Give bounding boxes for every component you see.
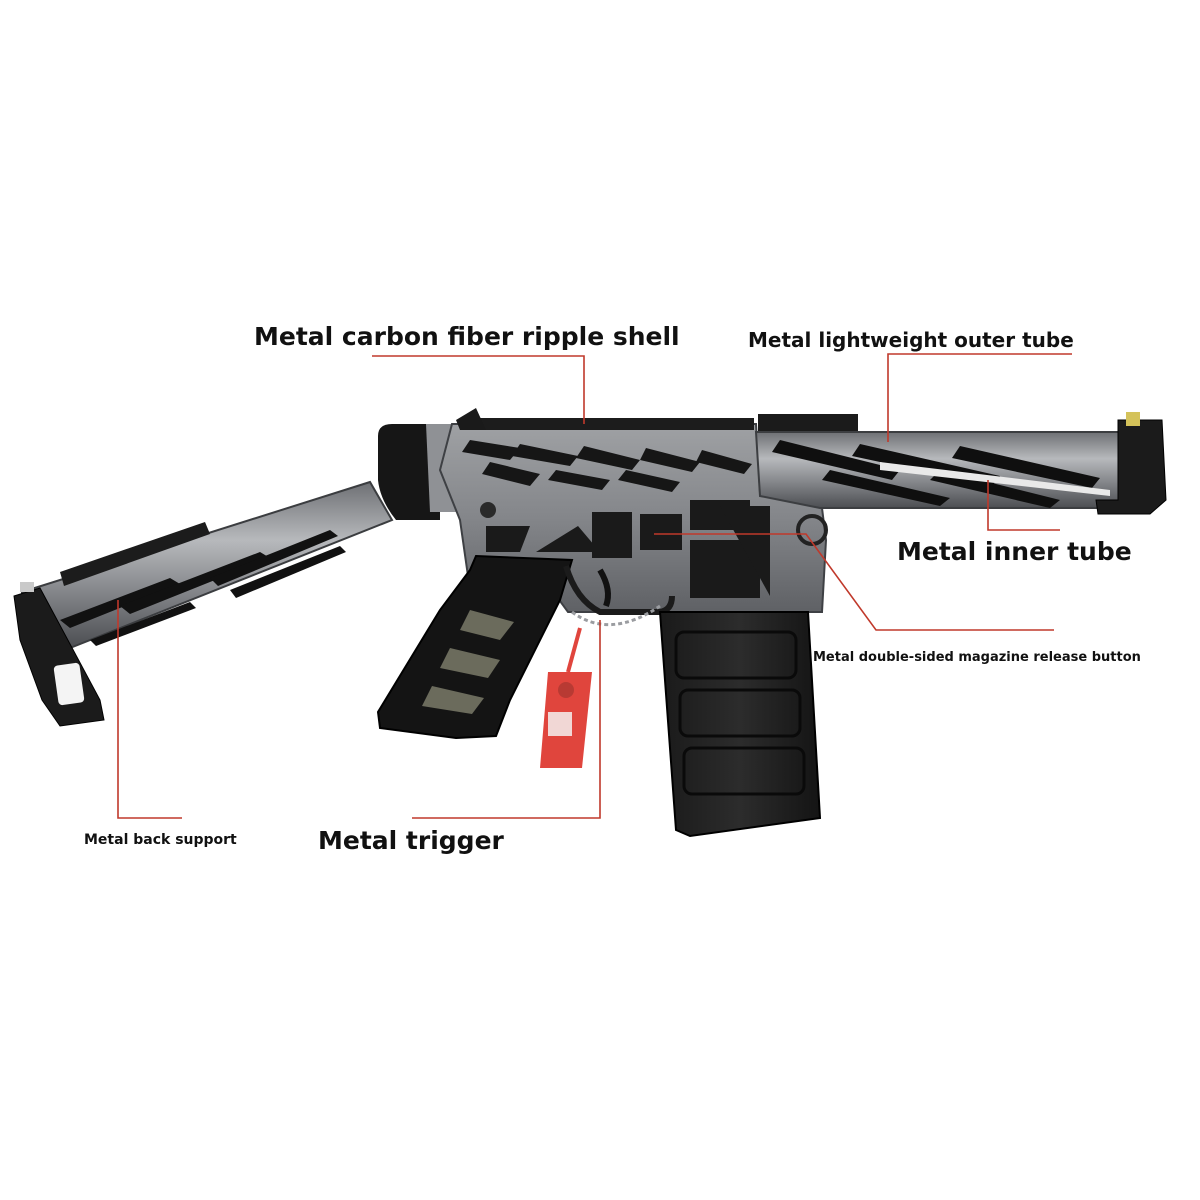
outer-tube-assembly — [754, 412, 1167, 515]
leader-line-outer-tube — [887, 353, 1072, 442]
trigger-guard — [563, 565, 675, 615]
label-outer-tube: Metal lightweight outer tube — [748, 328, 1074, 352]
grip-cutouts — [422, 610, 514, 714]
back-support-button — [20, 582, 34, 592]
top-rail — [470, 418, 754, 430]
leader-line-carbon-shell — [372, 355, 585, 424]
stock-assembly — [13, 480, 394, 727]
muzzle-device — [1095, 419, 1167, 515]
leader-line-magazine-release — [654, 533, 1054, 631]
label-trigger: Metal trigger — [318, 826, 504, 855]
label-inner-tube: Metal inner tube — [897, 537, 1132, 566]
front-rail-block — [758, 414, 858, 436]
label-back-support: Metal back support — [84, 832, 237, 848]
leader-line-trigger — [412, 620, 601, 819]
magazine — [658, 611, 822, 838]
back-support-slot — [53, 662, 85, 706]
qr-code — [548, 712, 572, 736]
leader-line-back-support — [117, 600, 182, 819]
trigger — [597, 568, 611, 608]
leader-line-inner-tube — [987, 480, 1060, 531]
receiver-cutouts — [486, 500, 770, 598]
trigger-lock-cable — [571, 604, 661, 627]
stock-tube-slots — [60, 530, 346, 646]
front-sight — [1126, 412, 1140, 426]
safety-tag — [540, 627, 592, 768]
leader-lines — [117, 353, 1072, 819]
inner-tube-highlight — [880, 462, 1110, 496]
magazine-release-ring — [796, 514, 828, 546]
magazine-panels — [674, 630, 806, 796]
stock-cheek-rest — [60, 522, 210, 586]
trigger-assembly — [563, 565, 675, 627]
label-magazine-release: Metal double-sided magazine release butt… — [813, 650, 1141, 665]
label-carbon-fiber-shell: Metal carbon fiber ripple shell — [254, 322, 680, 351]
rear-sight — [456, 408, 486, 430]
pistol-grip — [376, 554, 574, 740]
receiver-pin — [480, 502, 496, 518]
shell-ripple-slots — [462, 440, 752, 492]
